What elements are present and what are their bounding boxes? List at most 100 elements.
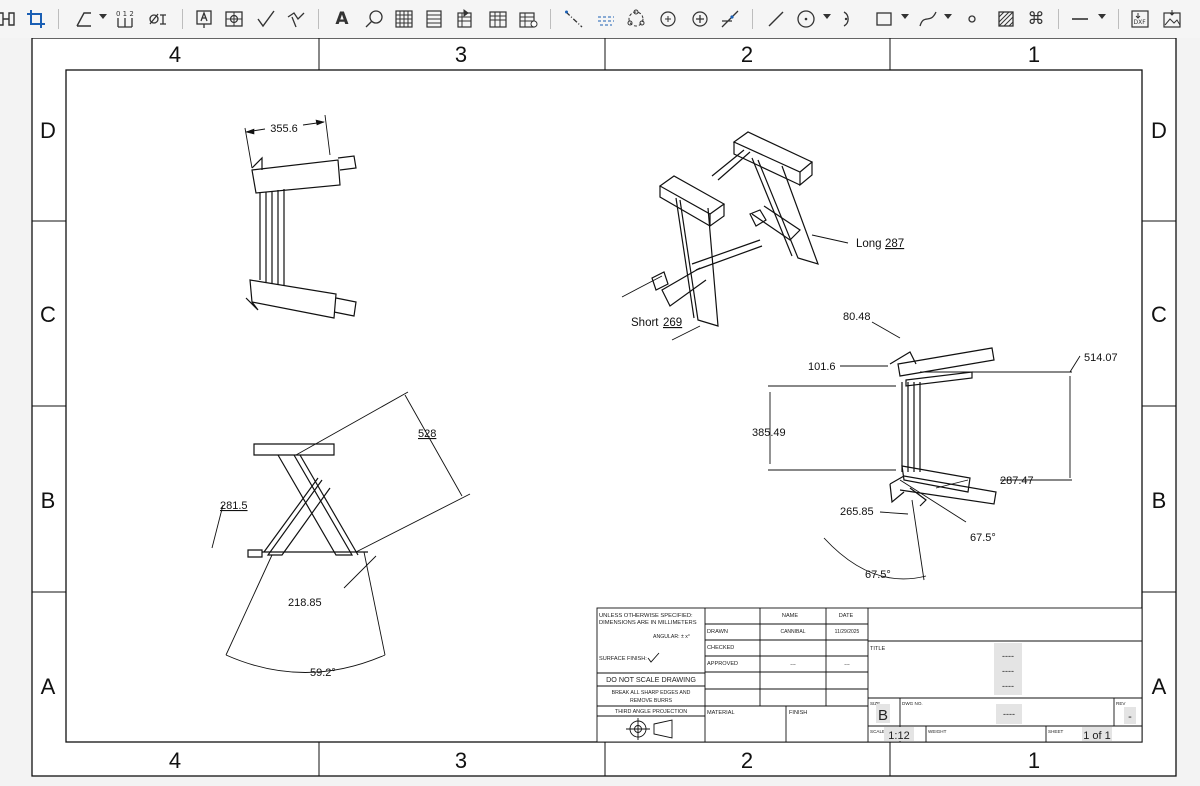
- side-view[interactable]: [768, 321, 1081, 581]
- tb-dwg-value[interactable]: ----: [1003, 709, 1015, 719]
- centerline-icon[interactable]: [562, 7, 586, 31]
- tb-drawn-label: DRAWN: [707, 629, 728, 635]
- dim-side-depth[interactable]: 287.47: [1000, 475, 1034, 487]
- table-icon[interactable]: [392, 7, 416, 31]
- zone-col-3-top: 3: [455, 42, 467, 67]
- dim-side-foot[interactable]: 265.85: [840, 506, 874, 518]
- zone-row-c-left: C: [40, 302, 56, 327]
- dim-front-length[interactable]: 528: [418, 428, 436, 440]
- tb-break-edges-2: REMOVE BURRS: [630, 698, 673, 704]
- text-icon[interactable]: A: [335, 9, 349, 29]
- bolt-circle-icon[interactable]: [624, 7, 648, 31]
- tb-surface-finish: SURFACE FINISH:: [599, 656, 647, 662]
- weld-icon[interactable]: [284, 7, 308, 31]
- arc-icon[interactable]: [838, 7, 862, 31]
- title-block: [596, 607, 1143, 743]
- top-view[interactable]: [244, 114, 357, 319]
- zone-col-4-top: 4: [169, 42, 181, 67]
- tb-title-label: TITLE: [870, 646, 885, 652]
- tb-angular: ANGULAR: ± x°: [653, 634, 690, 640]
- zone-row-a-left: A: [41, 674, 56, 699]
- hatch-icon[interactable]: [994, 7, 1018, 31]
- tb-drawn-name[interactable]: CANNIBAL: [780, 629, 805, 635]
- angle-line-icon[interactable]: [718, 7, 742, 31]
- tb-approved-name[interactable]: ---: [790, 662, 796, 668]
- ordinate-label: 0 1 2: [116, 10, 134, 18]
- tb-title-value-2[interactable]: ----: [1002, 666, 1014, 676]
- tb-title-value-3[interactable]: ----: [1002, 681, 1014, 691]
- line-style-icon[interactable]: [1068, 7, 1092, 31]
- tb-weight-label: WEIGHT: [928, 729, 947, 734]
- tb-approved-date[interactable]: ---: [844, 662, 850, 668]
- line-tool-icon[interactable]: [72, 7, 96, 31]
- tb-size-label: SIZE: [870, 701, 880, 706]
- tb-scale-value[interactable]: 1:12: [888, 730, 909, 742]
- dxf-label: DXF: [1134, 19, 1147, 26]
- tb-checked-label: CHECKED: [707, 645, 734, 651]
- dim-front-height[interactable]: 281.5: [220, 500, 248, 512]
- add-icon[interactable]: [688, 7, 712, 31]
- isometric-view[interactable]: [621, 131, 849, 341]
- general-table-icon[interactable]: [486, 7, 510, 31]
- tb-notes-line1: UNLESS OTHERWISE SPECIFIED:: [599, 613, 693, 619]
- tb-sheet-value[interactable]: 1 of 1: [1083, 730, 1111, 742]
- tb-name-header: NAME: [782, 613, 798, 619]
- tb-rev-value[interactable]: -: [1128, 711, 1132, 723]
- tb-rev-label: REV: [1116, 701, 1126, 706]
- note-icon[interactable]: [192, 7, 216, 31]
- datum-icon[interactable]: [222, 7, 246, 31]
- dim-side-angle-2[interactable]: 67.5°: [865, 569, 891, 581]
- dim-front-base[interactable]: 218.85: [288, 597, 322, 609]
- point-icon[interactable]: [960, 7, 984, 31]
- dim-top-width[interactable]: 355.6: [270, 123, 298, 135]
- tb-projection: THIRD ANGLE PROJECTION: [615, 709, 687, 715]
- dim-iso-long[interactable]: 287: [885, 238, 904, 250]
- diameter-icon[interactable]: [146, 7, 170, 31]
- crop-icon[interactable]: [24, 7, 48, 31]
- surface-finish-symbol-icon: [647, 652, 660, 663]
- surface-finish-icon[interactable]: [254, 7, 278, 31]
- balloon-icon[interactable]: [362, 7, 386, 31]
- zone-col-4-bottom: 4: [169, 748, 181, 773]
- dim-front-angle[interactable]: 59.2°: [310, 667, 336, 679]
- centermark-icon[interactable]: [594, 7, 618, 31]
- circle-icon[interactable]: [794, 7, 818, 31]
- circle-center-icon[interactable]: [656, 7, 680, 31]
- drawing-toolbar: 0 1 2 A ⌘ DXF: [0, 0, 1200, 39]
- cut-icon[interactable]: ⌘: [1027, 9, 1045, 29]
- hole-table-icon[interactable]: [516, 7, 540, 31]
- tb-scale-label: SCALE: [870, 729, 885, 734]
- drawing-sheet[interactable]: 4 3 2 1 4 3 2 1 D C B A D C B A 355.6: [0, 38, 1200, 786]
- revision-table-icon[interactable]: [422, 7, 446, 31]
- dim-side-overall[interactable]: 514.07: [1084, 352, 1118, 364]
- tb-notes-line2: DIMENSIONS ARE IN MILLIMETERS: [599, 620, 697, 626]
- zone-col-1-top: 1: [1028, 42, 1040, 67]
- dim-iso-short[interactable]: 269: [663, 317, 682, 329]
- dim-side-height[interactable]: 385.49: [752, 427, 786, 439]
- export-dxf-icon[interactable]: DXF: [1128, 7, 1152, 31]
- zone-row-c-right: C: [1151, 302, 1167, 327]
- tb-finish-label: FINISH: [789, 710, 807, 716]
- zone-row-d-left: D: [40, 118, 56, 143]
- rectangle-icon[interactable]: [872, 7, 896, 31]
- tb-size-value[interactable]: B: [878, 707, 888, 724]
- iso-short-prefix: Short: [631, 317, 659, 329]
- tb-do-not-scale: DO NOT SCALE DRAWING: [606, 675, 696, 684]
- tb-sheet-label: SHEET: [1048, 729, 1064, 734]
- dim-side-top[interactable]: 80.48: [843, 311, 871, 323]
- dim-side-inner[interactable]: 101.6: [808, 361, 836, 373]
- iso-long-prefix: Long: [856, 238, 882, 250]
- zone-col-3-bottom: 3: [455, 748, 467, 773]
- tb-break-edges-1: BREAK ALL SHARP EDGES AND: [612, 690, 691, 696]
- tb-title-value-1[interactable]: ----: [1002, 651, 1014, 661]
- line-icon[interactable]: [764, 7, 788, 31]
- tb-date-header: DATE: [839, 613, 854, 619]
- export-image-icon[interactable]: [1160, 7, 1184, 31]
- front-view[interactable]: [211, 391, 471, 673]
- tb-drawn-date[interactable]: 11/29/2025: [835, 629, 860, 635]
- bom-icon[interactable]: [454, 7, 478, 31]
- align-icon[interactable]: [0, 7, 18, 31]
- ordinate-icon[interactable]: 0 1 2: [113, 7, 137, 31]
- spline-icon[interactable]: [916, 7, 940, 31]
- dim-side-angle-1[interactable]: 67.5°: [970, 532, 996, 544]
